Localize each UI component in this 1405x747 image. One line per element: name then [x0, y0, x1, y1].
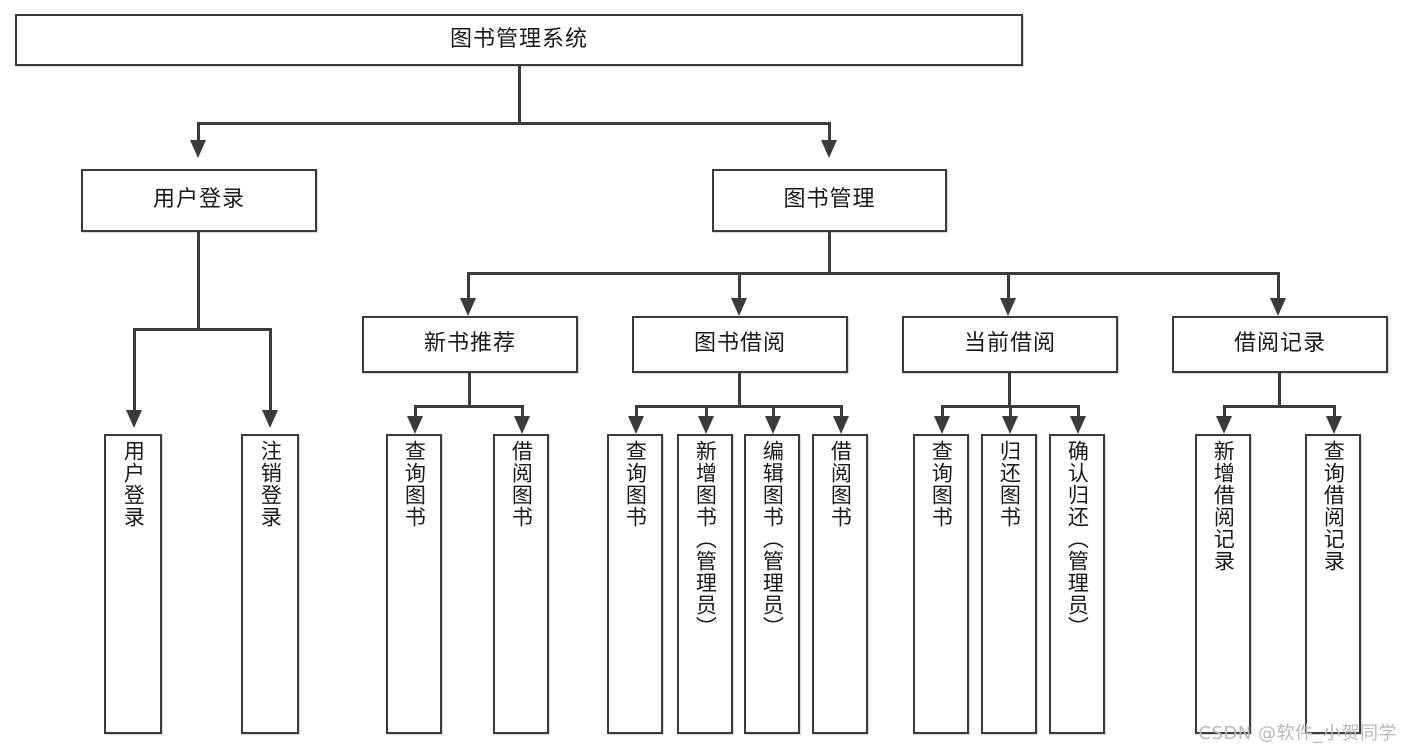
edge-book-manage-stem [828, 232, 831, 272]
csdn-watermark: CSDN @软件_小贺同学 [1198, 723, 1397, 744]
node-label: 借阅图书 [828, 440, 853, 528]
node-new-book-recommend[interactable]: 新书推荐 [362, 316, 578, 373]
edge-new-book-drop-1 [414, 405, 417, 418]
arrow-to-leaf-borrow-book-2 [833, 416, 849, 434]
node-leaf-confirm-return[interactable]: 确认归还（管理员） [1049, 434, 1105, 734]
edge-new-book-stem [468, 373, 471, 405]
node-root-book-management-system[interactable]: 图书管理系统 [15, 14, 1023, 66]
node-borrow-record[interactable]: 借阅记录 [1172, 316, 1388, 373]
node-label: 图书借阅 [693, 331, 786, 357]
edge-level3-drop-4 [1277, 272, 1280, 298]
node-current-borrow[interactable]: 当前借阅 [902, 316, 1118, 373]
node-label: 查询图书 [623, 440, 648, 528]
node-label: 查询借阅记录 [1321, 440, 1346, 572]
edge-level3-bus [467, 272, 1280, 275]
edge-level3-drop-3 [1007, 272, 1010, 298]
node-leaf-edit-book[interactable]: 编辑图书（管理员） [744, 434, 800, 734]
arrow-to-leaf-add-record [1216, 416, 1232, 434]
arrow-to-current-borrow [1000, 298, 1016, 316]
edge-borrow-record-bus [1223, 405, 1336, 408]
edge-current-borrow-drop-1 [941, 405, 944, 418]
node-leaf-query-record[interactable]: 查询借阅记录 [1305, 434, 1361, 734]
node-label: 确认归还（管理员） [1065, 440, 1090, 638]
arrow-to-leaf-add-book [698, 416, 714, 434]
node-book-manage[interactable]: 图书管理 [712, 169, 947, 232]
edge-level3-drop-2 [738, 272, 741, 298]
arrow-to-leaf-query-book-3 [934, 416, 950, 434]
edge-root-stem [518, 66, 521, 122]
node-label: 图书管理系统 [449, 26, 588, 52]
node-leaf-return-book[interactable]: 归还图书 [981, 434, 1037, 734]
arrow-to-book-borrow [731, 298, 747, 316]
edge-user-login-drop-2 [269, 328, 272, 410]
edge-user-login-drop-1 [133, 328, 136, 410]
arrow-to-leaf-query-record [1326, 416, 1342, 434]
edge-current-borrow-stem [1008, 373, 1011, 405]
arrow-to-leaf-confirm-return [1070, 416, 1086, 434]
edge-borrow-record-stem [1278, 373, 1281, 405]
arrow-to-leaf-logout-login [262, 410, 278, 428]
edge-user-login-bus [133, 328, 272, 331]
arrow-to-book-manage [821, 140, 837, 158]
node-label: 用户登录 [121, 440, 146, 528]
node-label: 编辑图书（管理员） [760, 440, 785, 638]
node-label: 图书管理 [783, 187, 876, 213]
arrow-to-leaf-query-book-2 [628, 416, 644, 434]
node-leaf-add-record[interactable]: 新增借阅记录 [1195, 434, 1251, 734]
node-book-borrow[interactable]: 图书借阅 [632, 316, 848, 373]
node-leaf-logout-login[interactable]: 注销登录 [241, 434, 299, 734]
edge-book-borrow-drop-3 [772, 405, 775, 418]
edge-book-borrow-drop-1 [635, 405, 638, 418]
node-label: 新增图书（管理员） [693, 440, 718, 638]
edge-book-borrow-stem [738, 373, 741, 405]
edge-level3-drop-1 [467, 272, 470, 298]
arrow-to-new-book-recommend [460, 298, 476, 316]
node-label: 查询图书 [402, 440, 427, 528]
node-label: 借阅记录 [1233, 331, 1326, 357]
edge-borrow-record-drop-1 [1223, 405, 1226, 418]
node-leaf-borrow-book-1[interactable]: 借阅图书 [493, 434, 549, 734]
edge-current-borrow-drop-2 [1009, 405, 1012, 418]
arrow-to-borrow-record [1270, 298, 1286, 316]
arrow-to-leaf-query-book-1 [407, 416, 423, 434]
edge-level2-bus [197, 122, 831, 125]
node-leaf-user-login[interactable]: 用户登录 [104, 434, 162, 734]
node-label: 借阅图书 [509, 440, 534, 528]
arrow-to-leaf-edit-book [765, 416, 781, 434]
node-label: 注销登录 [258, 440, 283, 528]
node-label: 用户登录 [152, 187, 245, 213]
edge-new-book-drop-2 [521, 405, 524, 418]
edge-level2-drop-right [828, 122, 831, 142]
node-leaf-query-book-1[interactable]: 查询图书 [386, 434, 442, 734]
edge-user-login-stem [197, 232, 200, 328]
node-leaf-query-book-3[interactable]: 查询图书 [913, 434, 969, 734]
edge-current-borrow-drop-3 [1077, 405, 1080, 418]
node-leaf-borrow-book-2[interactable]: 借阅图书 [812, 434, 868, 734]
node-label: 当前借阅 [963, 331, 1056, 357]
node-user-login[interactable]: 用户登录 [81, 169, 317, 232]
node-leaf-add-book[interactable]: 新增图书（管理员） [677, 434, 733, 734]
edge-book-borrow-drop-4 [840, 405, 843, 418]
edge-new-book-bus [414, 405, 524, 408]
arrow-to-leaf-user-login [126, 410, 142, 428]
arrow-to-leaf-return-book [1002, 416, 1018, 434]
arrow-to-user-login [190, 140, 206, 158]
node-label: 新书推荐 [423, 331, 516, 357]
edge-borrow-record-drop-2 [1333, 405, 1336, 418]
edge-book-borrow-drop-2 [705, 405, 708, 418]
node-label: 新增借阅记录 [1211, 440, 1236, 572]
node-leaf-query-book-2[interactable]: 查询图书 [607, 434, 663, 734]
edge-book-borrow-bus [635, 405, 843, 408]
arrow-to-leaf-borrow-book-1 [514, 416, 530, 434]
node-label: 归还图书 [997, 440, 1022, 528]
node-label: 查询图书 [929, 440, 954, 528]
edge-level2-drop-left [197, 122, 200, 142]
